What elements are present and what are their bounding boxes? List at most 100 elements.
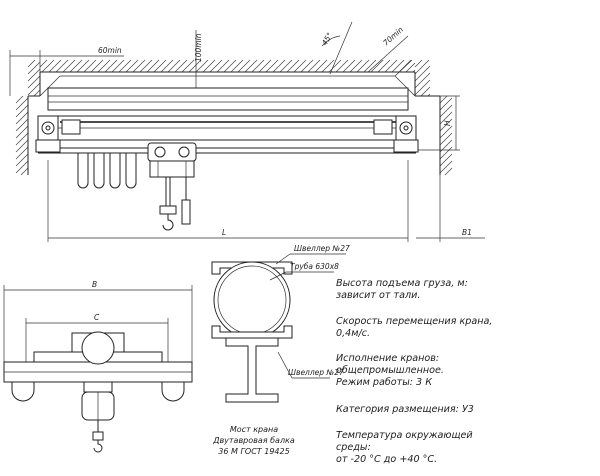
hatch-line [55,59,69,73]
hatch-line [174,59,188,73]
hatch-line [414,79,431,96]
wheel-right [399,121,413,135]
caption-line1: Мост крана [230,425,278,434]
dim-ext-70 [394,59,413,77]
label-channel-top: Швеллер №27 [294,244,350,253]
hatch-line [27,68,41,82]
left-wall-hatch [15,59,41,176]
dim-60min-label: 60min [98,46,122,55]
ceiling-hatch [39,59,416,73]
hatch-line [384,59,398,73]
hatch-line [439,146,453,160]
hatch-line [48,59,62,73]
dim-angle-label: 45° [320,31,335,47]
hatch-line [90,59,104,73]
hatch-line [15,160,29,174]
dim-b1-label: B1 [462,228,472,237]
right-wall-hatch [414,59,453,176]
label-pipe: Труба 630х8 [290,262,339,271]
drive-motor-right [373,119,393,135]
hatch-line [279,59,293,73]
hatch-line [391,59,405,73]
hatch-line [216,59,230,73]
spec-temp-3: от -20 °С до +40 °С. [336,454,437,465]
hatch-line [444,167,453,176]
hatch-line [15,125,29,139]
side-hoist [81,381,115,453]
label-channel-bottom: Швеллер №27 [288,368,344,377]
spec-speed-1: Скорость перемещения крана, [336,316,492,327]
rail-support-left [35,139,61,153]
hatch-line [439,132,453,146]
spec-lift-height-1: Высота подъема груза, м: [336,278,468,289]
hatch-line [439,95,448,104]
hatch-line [33,89,41,97]
spec-category: Категория размещения: У3 [336,404,474,415]
hatch-line [439,153,453,167]
hatch-line [41,59,55,73]
angle-leader [329,21,353,75]
girder-pipe-circle [81,331,115,365]
hatch-line [414,72,431,89]
hatch-line [27,82,41,96]
caption-line2: Двутавровая балка [212,436,295,445]
hatch-line [258,59,272,73]
hatch-line [300,59,314,73]
hatch-line [414,65,431,82]
hatch-line [27,61,41,75]
dim-c-label: C [94,313,100,322]
hatch-line [251,59,265,73]
leader-channel-top [275,253,291,265]
spec-temp-2: среды: [336,442,371,453]
wheel-left-hub [45,125,51,131]
spec-version-2: общепромышленное. [336,364,444,376]
main-girder [47,87,409,111]
hatch-line [335,59,349,73]
end-truck-right [395,115,417,141]
hatch-line [188,59,202,73]
dim-h-label: H [443,120,452,126]
angle-arc [321,35,341,47]
hatch-line [15,111,29,125]
specifications: Высота подъема груза, м: зависит от тали… [336,278,492,465]
hatch-line [160,59,174,73]
dim-b-label: B [92,280,97,289]
hatch-line [15,97,29,111]
hatch-line [39,59,48,68]
hatch-line [15,104,29,118]
hatch-line [439,160,453,174]
hatch-line [15,132,29,146]
end-truck-left [37,115,59,141]
hatch-line [27,59,36,68]
hatch-line [349,59,363,73]
hatch-line [439,97,453,111]
hatch-line [223,59,237,73]
hatch-line [195,59,209,73]
hatch-line [125,59,139,73]
hatch-line [414,59,423,68]
spec-lift-height-2: зависит от тали. [336,290,420,301]
spec-version-1: Исполнение кранов: [336,353,439,364]
hatch-line [76,59,90,73]
drive-motor-left [61,119,81,135]
hatch-line [15,139,29,153]
hatch-line [439,118,453,132]
hatch-line [202,59,216,73]
hatch-line [321,59,335,73]
spec-speed-2: 0,4м/с. [336,328,370,339]
hatch-line [286,59,300,73]
hatch-line [153,59,167,73]
hatch-line [370,59,384,73]
hatch-line [15,146,29,160]
hatch-line [439,104,453,118]
spec-temp-1: Температура окружающей [336,430,473,441]
hatch-line [97,59,111,73]
hatch-line [272,59,286,73]
hatch-line [132,59,146,73]
hatch-line [356,59,370,73]
dim-line-70 [367,35,409,73]
wheel-side-right [161,381,185,402]
festoon-cables [77,153,137,189]
dim-span-label: L [222,228,226,237]
